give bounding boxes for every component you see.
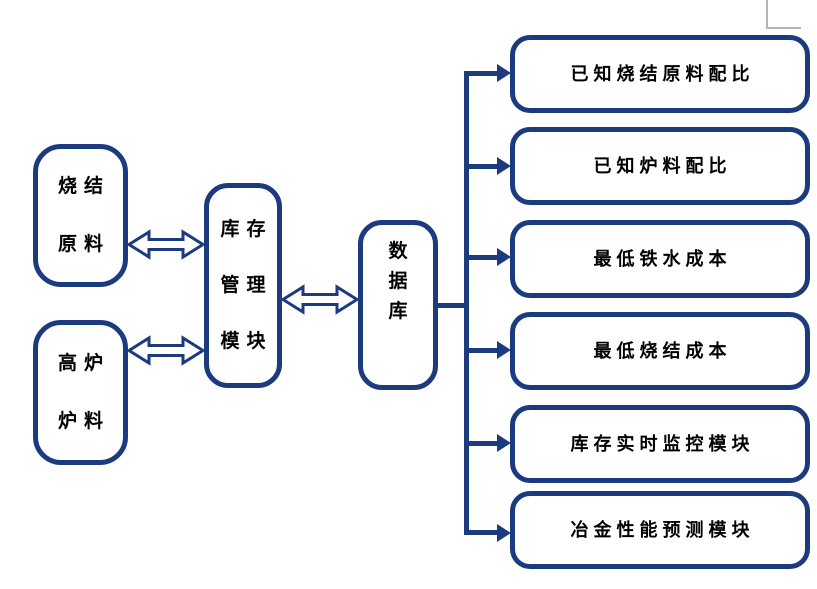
- box-text-line: 库存实时监控模块: [570, 434, 755, 454]
- box-sinter-raw-material: 烧结 原料: [33, 144, 128, 287]
- box-lowest-sinter-cost: 最低烧结成本: [510, 312, 810, 390]
- box-text-line: 已知炉料配比: [593, 156, 732, 176]
- branch-line-2: [464, 163, 498, 169]
- box-known-charge-ratio: 已知炉料配比: [510, 127, 810, 205]
- double-arrow-sinter-to-module: [127, 229, 205, 260]
- box-text-line: 库: [388, 301, 408, 322]
- box-text-line: 据: [388, 271, 408, 292]
- box-text-line: 管理: [220, 274, 273, 296]
- database-trunk-connector-line: [438, 303, 466, 308]
- arrow-head-icon: [497, 64, 511, 82]
- box-text-line: 最低铁水成本: [593, 249, 732, 269]
- box-inventory-management-module: 库存 管理 模块: [204, 183, 282, 388]
- arrow-head-icon: [497, 434, 511, 452]
- arrow-head-icon: [497, 157, 511, 175]
- double-arrow-module-to-database: [281, 284, 359, 315]
- box-text-line: 数: [388, 241, 408, 262]
- branch-line-1: [464, 70, 498, 76]
- box-database: 数 据 库: [358, 220, 438, 390]
- box-known-sinter-raw-ratio: 已知烧结原料配比: [510, 35, 810, 113]
- branch-line-4: [464, 347, 498, 353]
- branch-line-5: [464, 440, 498, 446]
- box-text-line: 模块: [220, 330, 273, 352]
- box-text-line: 高炉: [57, 352, 110, 374]
- gray-frame-artifact: [766, 27, 801, 29]
- box-text-line: 最低烧结成本: [593, 341, 732, 361]
- branch-line-3: [464, 254, 498, 260]
- box-text-line: 烧结: [57, 175, 110, 197]
- trunk-line: [464, 71, 469, 535]
- box-text-line: 原料: [57, 233, 110, 255]
- box-text-line: 炉料: [57, 410, 110, 432]
- box-blast-furnace-charge: 高炉 炉料: [33, 320, 128, 465]
- box-realtime-inventory-monitor-module: 库存实时监控模块: [510, 405, 810, 483]
- arrow-head-icon: [497, 341, 511, 359]
- box-lowest-hot-metal-cost: 最低铁水成本: [510, 220, 810, 298]
- gray-frame-artifact: [766, 0, 768, 27]
- box-text-line: 冶金性能预测模块: [570, 520, 755, 540]
- box-text-line: 库存: [220, 218, 273, 240]
- double-arrow-charge-to-module: [127, 335, 205, 366]
- arrow-head-icon: [497, 523, 511, 542]
- box-metallurgical-performance-prediction-module: 冶金性能预测模块: [510, 491, 810, 569]
- box-text-line: 已知烧结原料配比: [570, 64, 755, 84]
- branch-line-6: [464, 530, 498, 535]
- arrow-head-icon: [497, 248, 511, 266]
